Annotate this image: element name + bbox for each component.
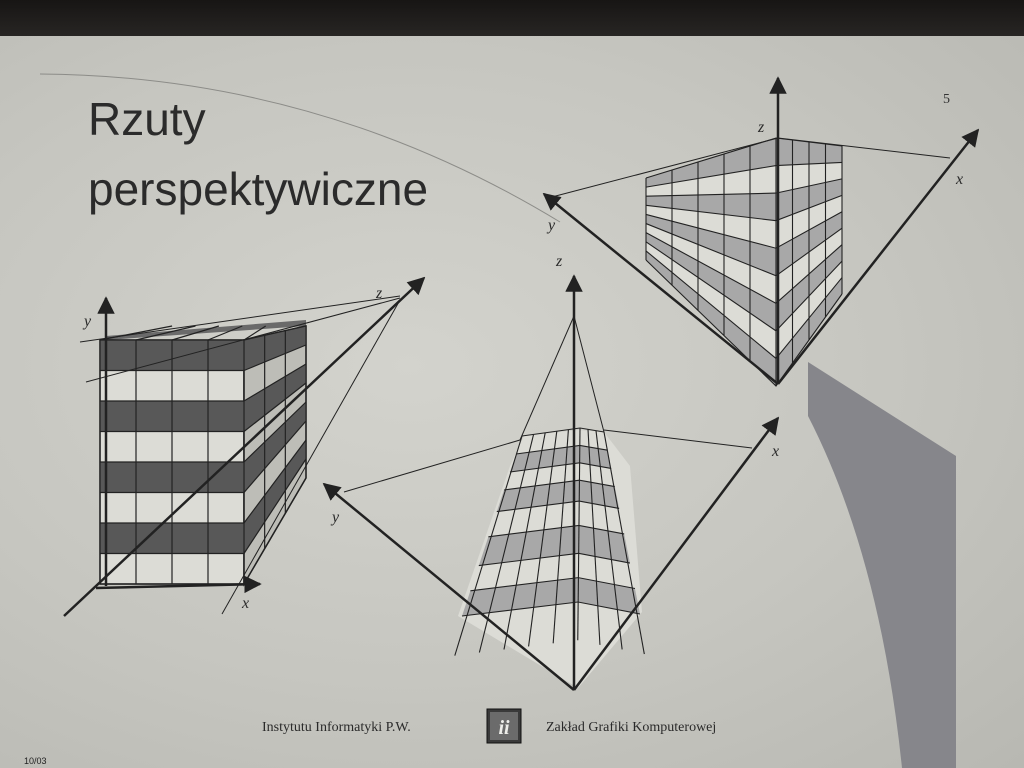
middle-z-axis-label: z bbox=[555, 253, 563, 270]
presentation-slide: y z x z y x bbox=[0, 36, 1024, 768]
projector-top-border bbox=[0, 0, 1024, 42]
slide-title-line-2: perspektywiczne bbox=[88, 163, 429, 215]
left-y-axis-label: y bbox=[82, 313, 92, 330]
perspective-illustrations: y z x z y x bbox=[39, 73, 980, 768]
left-x-axis-label: x bbox=[241, 595, 249, 612]
right-z-axis-label: z bbox=[757, 119, 765, 136]
footer-institute: Instytutu Informatyki P.W. bbox=[262, 720, 411, 735]
slide-code: 10/03 bbox=[24, 756, 47, 766]
middle-x-axis-label: x bbox=[771, 443, 779, 460]
institute-logo: ii bbox=[486, 708, 522, 744]
page-number: 5 bbox=[943, 92, 950, 107]
three-point-perspective-figure: z y x bbox=[322, 253, 779, 691]
right-y-axis-label: y bbox=[546, 217, 556, 234]
footer-department: Zakład Grafiki Komputerowej bbox=[546, 720, 717, 735]
projector-shadow bbox=[808, 362, 956, 768]
middle-y-axis-label: y bbox=[330, 509, 340, 526]
right-x-axis-label: x bbox=[955, 171, 963, 188]
logo-text: ii bbox=[498, 717, 510, 739]
slide-title-line-1: Rzuty bbox=[88, 93, 206, 145]
one-point-perspective-figure: y z x bbox=[63, 276, 426, 617]
left-z-axis-label: z bbox=[375, 285, 383, 302]
guide-curve bbox=[39, 73, 561, 223]
two-point-perspective-figure: z y x bbox=[542, 76, 980, 387]
